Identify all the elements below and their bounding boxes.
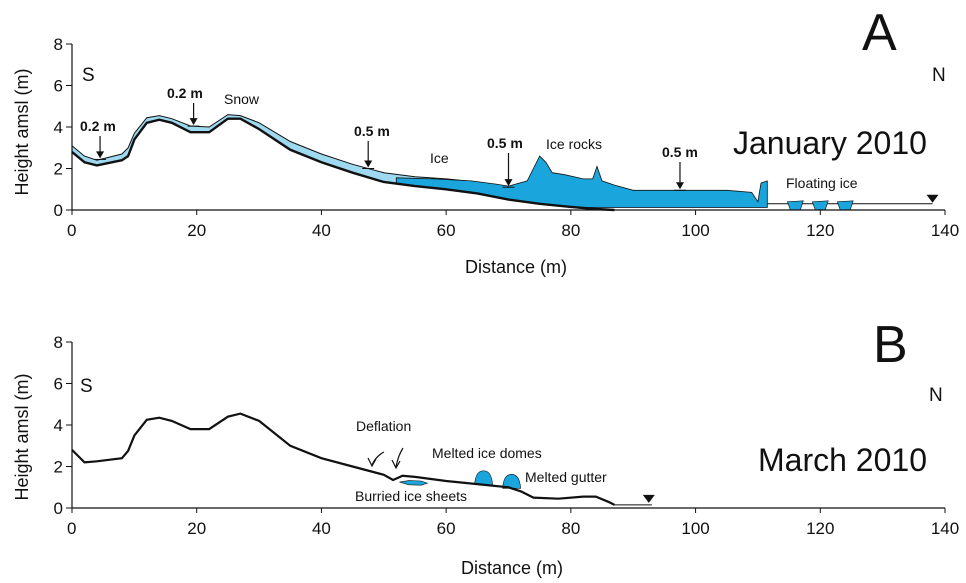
panel-b-axes: 0 20 40 60 80 100 120 140 0 2 4 6 8 [54,333,960,538]
panel-b-annotations: Deflation Melted ice domes Melted gutter… [355,418,607,504]
deflation-arrow-2-head [391,459,401,470]
panel-b-y-tick-label: 2 [54,458,63,477]
panel-b-x-tick-label: 80 [561,519,580,538]
panel-b-y-axis-label: Height amsl (m) [12,373,32,500]
arrow-a4-head [504,179,513,187]
floating-ice-piece [811,200,829,211]
panel-a-x-tick-label: 80 [561,221,580,240]
panel-a-x-tick-label: 0 [67,221,76,240]
panel-a-x-tick-label: 120 [806,221,834,240]
arrow-a3-head [364,160,373,168]
annotation-deflation: Deflation [356,418,411,434]
panel-b-x-tick-label: 100 [681,519,709,538]
panel-b-south-label: S [80,376,93,397]
annotation-melted-gutter: Melted gutter [525,469,607,485]
panel-a-date: January 2010 [733,125,927,161]
panel-b-date: March 2010 [758,442,927,478]
annotation-melted-ice-domes: Melted ice domes [432,445,542,461]
panel-b-y-tick-label: 0 [54,499,63,518]
ground-line [71,117,615,212]
panel-a-north-label: N [932,65,946,86]
panel-a: 0 20 40 60 80 100 120 140 0 2 4 6 8 A January 2010 S… [12,4,959,277]
melted-ice-dome [474,470,493,486]
panel-b-x-axis-label: Distance (m) [461,558,563,578]
buried-ice-sheet [399,480,429,486]
panel-a-x-tick-label: 140 [931,221,959,240]
panel-b-x-tick-label: 60 [437,519,456,538]
panel-a-letter: A [862,4,897,62]
annotation-0-5m-a: 0.5 m [354,123,390,139]
panel-a-annotations: 0.2 m 0.2 m Snow 0.5 m Ice 0.5 m Ice roc… [80,85,858,191]
annotation-0-5m-b: 0.5 m [487,135,523,151]
panel-b-north-label: N [929,385,943,406]
panel-b-x-tick-label: 40 [312,519,331,538]
panel-b-x-tick-label: 0 [67,519,76,538]
panel-a-x-tick-label: 100 [681,221,709,240]
panel-b-x-tick-label: 120 [806,519,834,538]
panel-b-markers [367,447,655,503]
deflation-arrow-1-head [367,457,377,468]
floating-ice-piece [786,200,804,211]
panel-b: 0 20 40 60 80 100 120 140 0 2 4 6 8 B March 2010 S N… [12,316,959,578]
panel-a-markers [94,103,939,203]
panel-a-fills [71,114,768,208]
ice-layer [395,155,768,208]
panel-b-fills [399,470,521,489]
deflation-arrow-2 [395,447,404,468]
panel-a-y-tick-label: 6 [54,77,63,96]
panel-a-axes: 0 20 40 60 80 100 120 140 0 2 4 6 8 [54,35,960,240]
annotation-ice: Ice [430,150,449,166]
annotation-snow: Snow [224,91,260,107]
panel-a-y-tick-label: 2 [54,160,63,179]
floating-ice-piece [836,200,854,211]
arrow-a2-head [189,118,198,126]
panel-b-lines [71,412,652,506]
panel-a-y-axis-label: Height amsl (m) [12,68,32,195]
deflation-arrow-1 [371,451,385,466]
water-level-marker [926,194,939,203]
annotation-burried-ice-sheets: Burried ice sheets [355,488,467,504]
panel-a-south-label: S [82,65,95,86]
panel-a-y-tick-label: 0 [54,201,63,220]
panel-b-x-tick-label: 140 [931,519,959,538]
ground-line [71,412,615,506]
annotation-floating-ice: Floating ice [786,175,858,191]
panel-a-x-tick-label: 60 [437,221,456,240]
annotation-0-2m-mid: 0.2 m [167,85,203,101]
panel-b-y-tick-label: 6 [54,375,63,394]
panel-a-x-axis-label: Distance (m) [465,257,567,277]
arrow-a1-head [96,151,105,159]
arrow-a5-head [675,182,684,190]
annotation-0-2m-left: 0.2 m [80,118,116,134]
panel-a-y-tick-label: 8 [54,35,63,54]
panel-a-y-tick-label: 4 [54,118,63,137]
panel-a-lines [71,117,933,212]
panel-a-x-tick-label: 20 [187,221,206,240]
panel-b-y-tick-label: 4 [54,416,63,435]
annotation-ice-rocks: Ice rocks [546,136,602,152]
panel-b-x-tick-label: 20 [187,519,206,538]
annotation-0-5m-c: 0.5 m [662,144,698,160]
panel-b-letter: B [873,316,908,374]
melted-ice-dome [502,473,521,489]
panel-a-x-tick-label: 40 [312,221,331,240]
water-level-marker [642,494,655,503]
panel-b-y-tick-label: 8 [54,333,63,352]
